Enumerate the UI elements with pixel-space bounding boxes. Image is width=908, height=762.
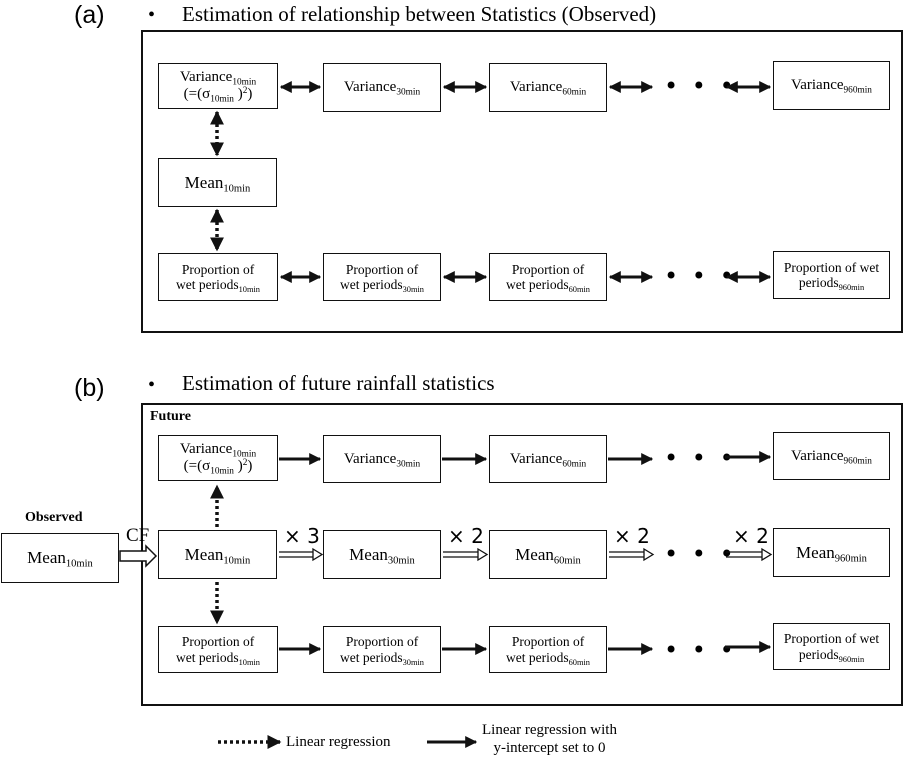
b-proportion-10min-box: Proportion of wet periods10min [158, 626, 278, 673]
b-proportion-ellipsis: • • • [664, 636, 737, 664]
b-variance-30min-box: Variance30min [323, 435, 441, 483]
b-mean-arrow-4 [726, 547, 773, 562]
a-proportion-960min-box: Proportion of wet periods960min [773, 251, 890, 299]
future-label: Future [150, 409, 191, 424]
panel-a-label: (a) [74, 1, 105, 29]
a-variance-ellipsis: • • • [664, 72, 737, 100]
b-variance-60min-box: Variance60min [489, 435, 607, 483]
panel-a-heading: Estimation of relationship between Stati… [182, 2, 657, 26]
a-variance-60min-box: Variance60min [489, 63, 607, 112]
legend-dotted-label: Linear regression [286, 734, 391, 750]
observed-mean-10min-box: Mean10min [1, 533, 119, 583]
panel-b-heading: Estimation of future rainfall statistics [182, 371, 495, 395]
observed-label: Observed [25, 510, 83, 525]
a-mean-10min-box: Mean10min [158, 158, 277, 207]
b-mean-arrow-1 [279, 547, 324, 562]
b-mean-arrow-3 [609, 547, 655, 562]
b-proportion-30min-box: Proportion of wet periods30min [323, 626, 441, 673]
a-variance-960min-box: Variance960min [773, 61, 890, 110]
panel-a-frame [141, 30, 903, 333]
b-mean-arrow-2 [443, 547, 489, 562]
multiplier-960min: × 2 [733, 524, 769, 548]
a-proportion-10min-box: Proportion of wet periods10min [158, 253, 278, 301]
b-variance-10min-box: Variance10min (=(σ10min )2) [158, 435, 278, 481]
a-proportion-60min-box: Proportion of wet periods60min [489, 253, 607, 301]
b-mean-960min-box: Mean960min [773, 528, 890, 577]
b-variance-960min-box: Variance960min [773, 432, 890, 480]
cf-arrow [119, 544, 158, 568]
a-proportion-30min-box: Proportion of wet periods30min [323, 253, 441, 301]
a-variance-30min-box: Variance30min [323, 63, 441, 112]
panel-b-bullet: • [148, 374, 156, 396]
legend-solid-label: Linear regression with y-intercept set t… [482, 722, 617, 756]
cf-label: CF [126, 525, 150, 546]
a-variance-10min-box: Variance10min (=(σ10min )2) [158, 63, 278, 109]
b-variance-ellipsis: • • • [664, 444, 737, 472]
multiplier-next: × 2 [614, 524, 650, 548]
b-proportion-960min-box: Proportion of wet periods960min [773, 623, 890, 670]
panel-b-label: (b) [74, 374, 105, 402]
multiplier-60min: × 2 [448, 524, 484, 548]
b-proportion-60min-box: Proportion of wet periods60min [489, 626, 607, 673]
a-proportion-ellipsis: • • • [664, 262, 737, 290]
multiplier-30min: × 3 [284, 524, 320, 548]
b-mean-ellipsis: • • • [664, 540, 737, 568]
b-mean-30min-box: Mean30min [323, 530, 441, 579]
b-mean-60min-box: Mean60min [489, 530, 607, 579]
panel-a-bullet: • [148, 4, 156, 26]
b-mean-10min-box: Mean10min [158, 530, 277, 579]
